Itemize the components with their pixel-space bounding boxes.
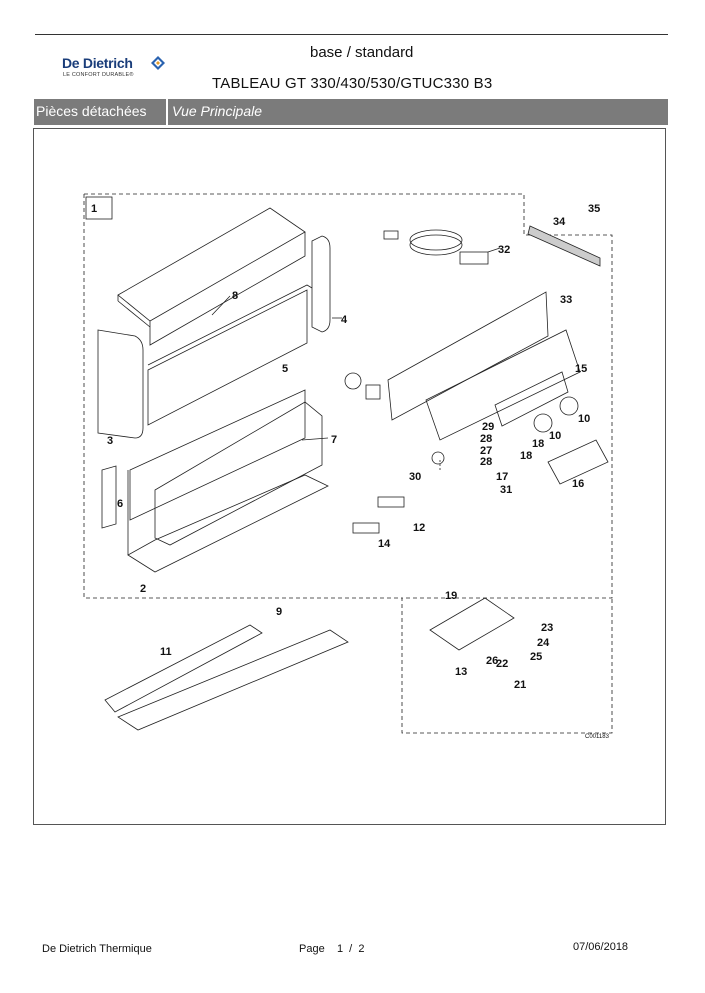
control-frame [387,291,549,421]
base-plate [127,474,329,573]
footer-date: 07/06/2018 [573,941,629,953]
section-label: Pièces détachées [36,103,147,119]
view-label: Vue Principale [172,103,263,119]
callout-10b: 10 [549,430,561,442]
bushing [431,451,445,465]
pcb-board [429,597,515,651]
drawing-code: C001183 [585,734,610,740]
section-bar: Pièces détachées Vue Principale [34,99,668,125]
assembly-outline-left [83,194,402,599]
switch-plate [547,439,609,485]
callout-box-1 [85,196,113,220]
callout-30: 30 [409,471,421,483]
cable-coil [409,229,463,251]
diamond-logo-icon [151,56,165,70]
side-bracket [101,465,117,529]
footer-page: Page 1 / 2 [299,943,365,955]
callout-17: 17 [496,471,508,483]
callout-10a: 10 [578,413,590,425]
sticker-strip [527,225,601,267]
callout-26: 26 [486,655,498,667]
callout-33: 33 [560,294,572,306]
section-separator [166,99,168,125]
inner-frame [129,389,306,521]
callout-12: 12 [413,522,425,534]
brand-logo: De Dietrich LE CONFORT DURABLE® [62,55,172,81]
left-side-panel [97,329,144,439]
callout-18b: 18 [520,450,532,462]
callout-32: 32 [498,244,510,256]
knob-b [559,396,579,416]
callout-5: 5 [282,363,288,375]
control-fascia [425,329,581,441]
rail [104,624,263,713]
front-panel [147,289,308,426]
brand-tagline: LE CONFORT DURABLE® [63,72,134,78]
callout-19: 19 [445,590,457,602]
right-side-panel [311,235,331,333]
fascia-display [494,371,569,427]
callout-35: 35 [588,203,600,215]
thermostat-body [365,384,381,400]
page-number: 1 [336,943,344,955]
housing-body [154,401,323,546]
callout-28a: 28 [480,433,492,445]
header-rule [35,34,668,35]
connector-12 [377,496,405,508]
callout-25: 25 [530,651,542,663]
callout-15: 15 [575,363,587,375]
top-cover [117,207,306,322]
callout-29: 29 [482,421,494,433]
callout-14: 14 [378,538,391,550]
assembly-outline [84,193,613,734]
page-total: 2 [358,943,365,955]
callout-2: 2 [140,583,146,595]
callout-3: 3 [107,435,113,447]
callout-24: 24 [537,637,550,649]
callout-22: 22 [496,658,508,670]
callout-27: 27 [480,445,492,457]
callout-23: 23 [541,622,553,634]
callout-9: 9 [276,606,282,618]
callout-1: 1 [91,203,97,215]
callout-11: 11 [160,646,172,658]
connector-14 [352,522,380,534]
page-title: TABLEAU GT 330/430/530/GTUC330 B3 [212,75,493,92]
diagram-frame [33,128,666,825]
callout-16: 16 [572,478,584,490]
callout-31: 31 [500,484,512,496]
callout-8: 8 [232,290,238,302]
callout-4: 4 [341,314,348,326]
brand-name: De Dietrich [62,55,133,71]
callout-34: 34 [553,216,566,228]
bottom-strip [117,629,349,731]
callout-18a: 18 [532,438,544,450]
knob-a [533,413,553,433]
footer-company: De Dietrich Thermique [42,943,152,955]
callout-13: 13 [455,666,467,678]
callout-7: 7 [331,434,337,446]
cable-connector [459,251,489,265]
callout-21: 21 [514,679,526,691]
page-label: Page [299,943,325,955]
page-subtitle: base / standard [310,44,414,61]
callout-6: 6 [117,498,123,510]
callout-28b: 28 [480,456,492,468]
